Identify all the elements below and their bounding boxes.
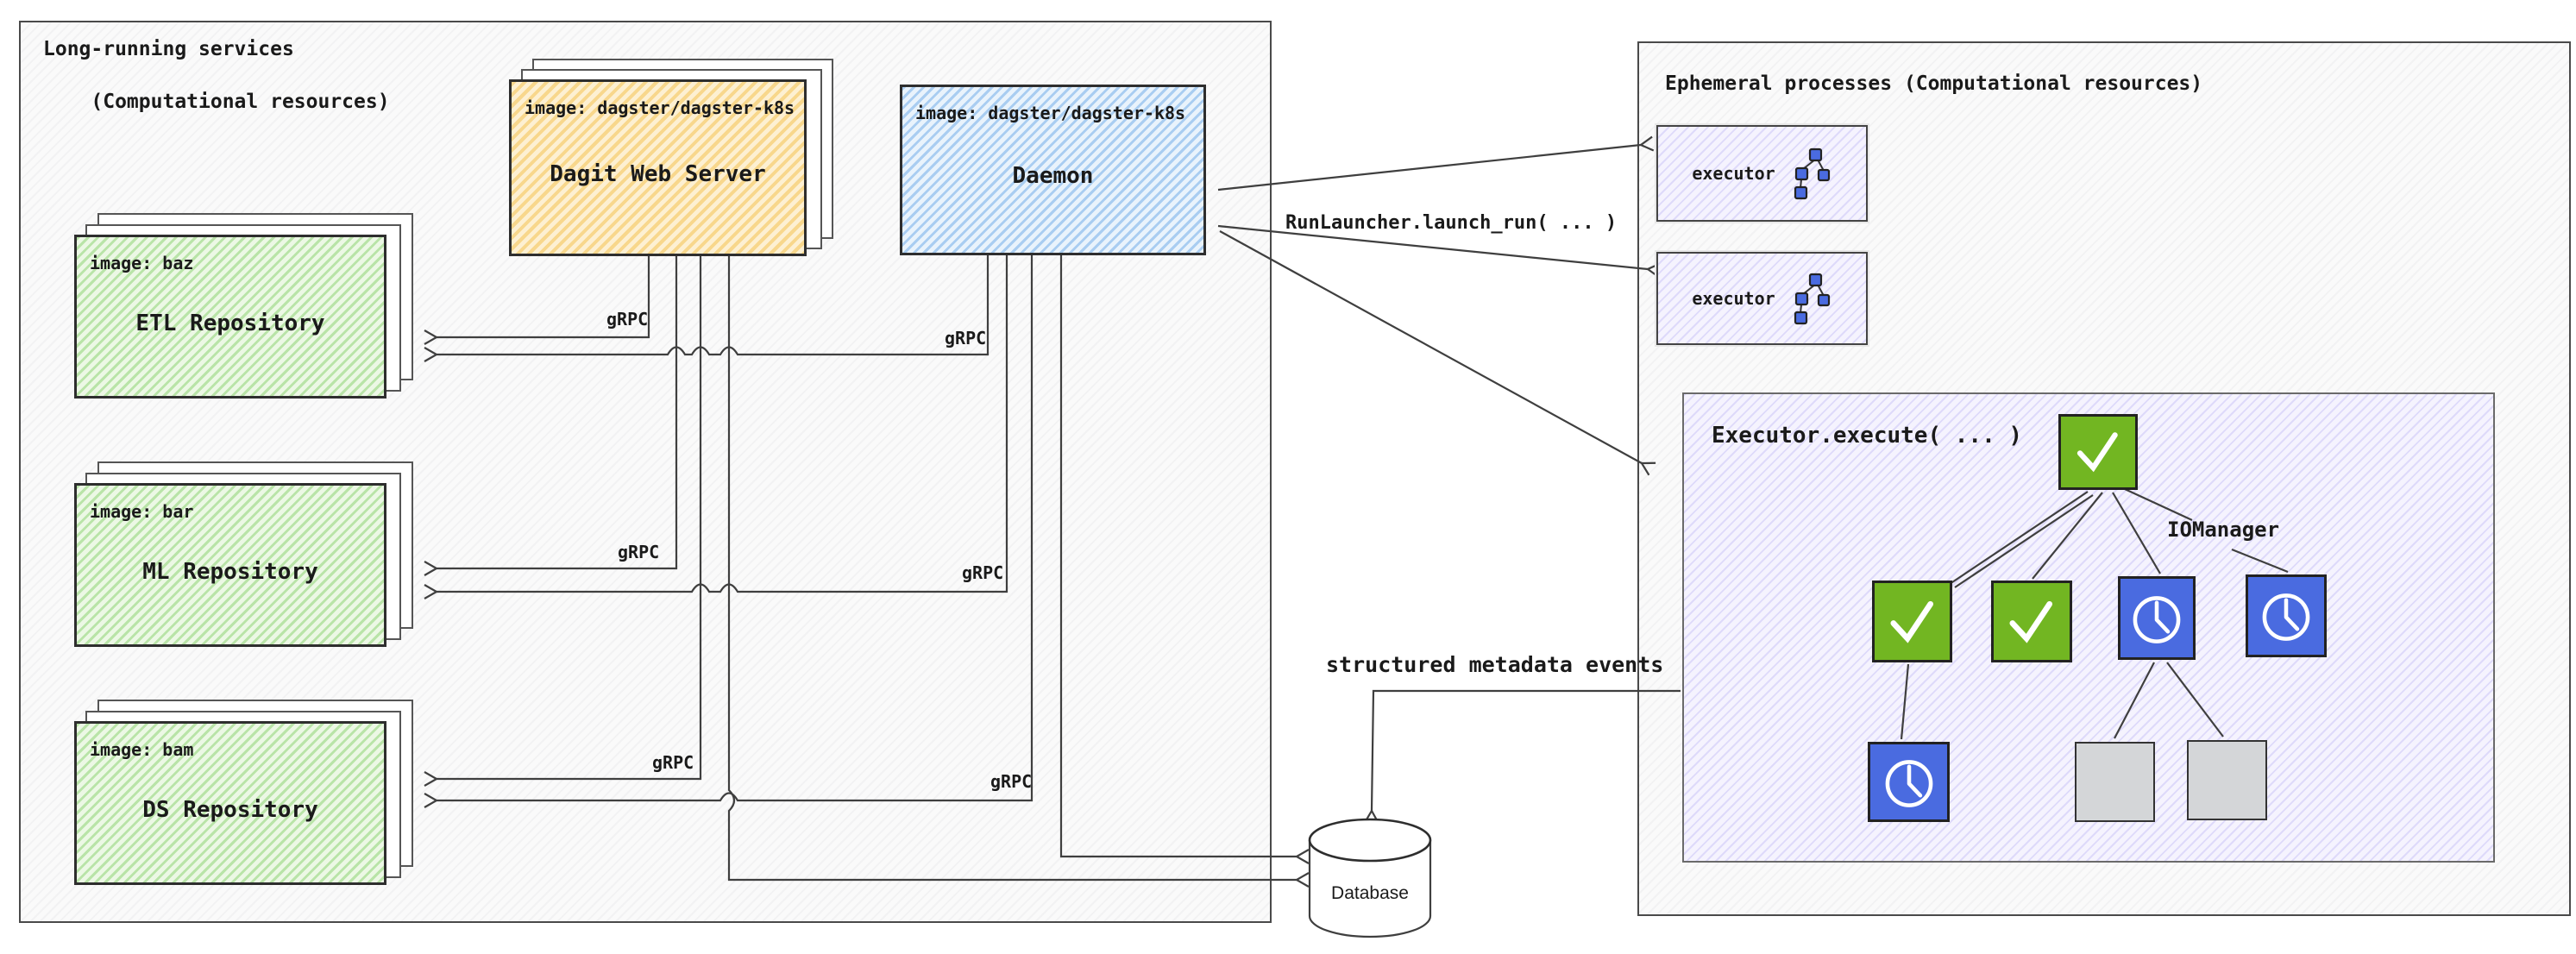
executor-1-label: executor — [1692, 163, 1775, 184]
database-label: Database — [1331, 883, 1409, 903]
clock-icon — [2262, 593, 2310, 641]
iomanager-label: IOManager — [2167, 518, 2280, 542]
grpc-label-daemon-ds: gRPC — [990, 771, 1033, 792]
run-launcher-label: RunLauncher.launch_run( ... ) — [1285, 212, 1618, 234]
dag-node-inprogress-3 — [1868, 742, 1950, 822]
metadata-events-line — [1363, 689, 1681, 824]
dag-icon — [1794, 273, 1830, 325]
executor-execute-title: Executor.execute( ... ) — [1712, 423, 2023, 449]
grpc-line-dagit-ds — [424, 255, 702, 787]
left-panel-title: Long-running services (Computational res… — [43, 36, 390, 115]
dag-node-inprogress-2 — [2246, 574, 2327, 657]
daemon-box: image: dagster/dagster-k8s Daemon — [900, 85, 1206, 255]
dag-node-success-2 — [1991, 581, 2072, 662]
grpc-line-daemon-etl — [424, 255, 990, 362]
etl-name: ETL Repository — [135, 310, 325, 336]
launch-run-arrow-1 — [1217, 135, 1655, 191]
ml-name: ML Repository — [142, 558, 318, 585]
dagit-database-line — [727, 255, 1310, 888]
left-panel-title-line1: Long-running services — [43, 38, 294, 60]
ml-image-label: image: bar — [90, 501, 194, 522]
ds-name: DS Repository — [142, 796, 318, 823]
etl-repository-box: image: baz ETL Repository — [74, 235, 386, 399]
ml-repository-box: image: bar ML Repository — [74, 483, 386, 647]
grpc-line-dagit-ml — [424, 255, 678, 576]
ds-repository-box: image: bam DS Repository — [74, 721, 386, 885]
database-cylinder — [1308, 818, 1432, 938]
daemon-database-line — [1059, 255, 1310, 864]
dag-edges — [1900, 488, 2289, 740]
dag-node-root-success — [2058, 414, 2138, 490]
check-icon — [2009, 600, 2053, 643]
ds-image-label: image: bam — [90, 739, 194, 760]
dagit-web-server-box: image: dagster/dagster-k8s Dagit Web Ser… — [509, 79, 807, 256]
grpc-line-dagit-etl — [424, 255, 650, 345]
dag-icon — [1794, 147, 1830, 200]
dagit-name: Dagit Web Server — [550, 160, 766, 187]
clock-icon — [1885, 759, 1932, 807]
clock-icon — [2133, 595, 2181, 643]
executor-box-2: executor — [1656, 252, 1868, 345]
metadata-events-label: structured metadata events — [1326, 652, 1664, 677]
daemon-name: Daemon — [1012, 163, 1094, 190]
grpc-label-daemon-etl: gRPC — [945, 328, 987, 348]
grpc-label-dagit-etl: gRPC — [606, 309, 649, 330]
check-icon — [1889, 600, 1933, 643]
grpc-label-daemon-ml: gRPC — [962, 562, 1004, 583]
executor-box-1: executor — [1656, 125, 1868, 222]
etl-image-label: image: baz — [90, 253, 194, 273]
dag-node-pending-1 — [2075, 742, 2155, 822]
grpc-line-daemon-ds — [424, 255, 1034, 808]
grpc-label-dagit-ds: gRPC — [652, 752, 694, 773]
right-panel-title: Ephemeral processes (Computational resou… — [1665, 72, 2203, 95]
daemon-image-label: image: dagster/dagster-k8s — [915, 103, 1186, 123]
executor-2-label: executor — [1692, 288, 1775, 309]
grpc-label-dagit-ml: gRPC — [618, 542, 660, 562]
launch-run-arrow-2 — [1217, 224, 1662, 279]
dag-node-success-1 — [1872, 581, 1952, 662]
dag-node-pending-2 — [2187, 740, 2267, 820]
check-icon — [2077, 432, 2118, 473]
dag-node-inprogress-1 — [2118, 576, 2196, 660]
launch-run-arrow-3 — [1219, 230, 1656, 476]
left-panel-title-line2: (Computational resources) — [91, 90, 390, 113]
grpc-line-daemon-ml — [424, 255, 1008, 599]
dagit-image-label: image: dagster/dagster-k8s — [525, 97, 795, 118]
